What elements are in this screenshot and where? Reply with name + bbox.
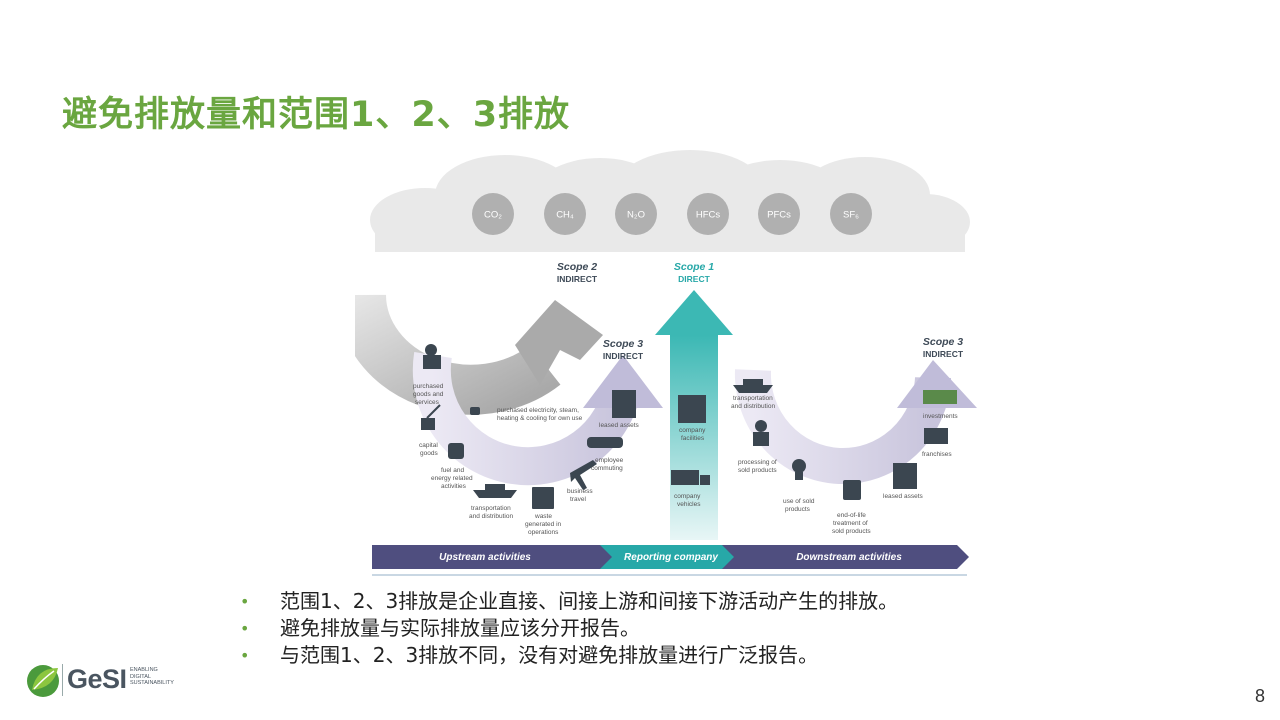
bar-reporting: Reporting company	[624, 552, 718, 563]
logo-name: GeSI	[67, 664, 127, 694]
bullet-item: • 避免排放量与实际排放量应该分开报告。	[240, 615, 898, 642]
scope3-upstream-title: Scope 3	[603, 338, 643, 350]
scope2-item-label: purchased electricity, steam,heating & c…	[497, 407, 583, 422]
factory-icon	[423, 344, 441, 369]
bullet-text: 与范围1、2、3排放不同，没有对避免排放量进行广泛报告。	[280, 643, 819, 667]
gas-label: CO₂	[484, 210, 502, 221]
activities-bar: Upstream activities Reporting company Do…	[372, 545, 969, 576]
cloud-band	[370, 150, 970, 252]
scope2-arrow	[355, 293, 603, 415]
train-icon	[587, 437, 623, 448]
crane-icon	[421, 404, 441, 430]
gas-label: PFCs	[767, 210, 791, 221]
bullet-item: • 范围1、2、3排放是企业直接、间接上游和间接下游活动产生的排放。	[240, 588, 898, 615]
bullet-dot: •	[240, 619, 250, 638]
fuel-icon	[448, 443, 464, 459]
logo-tagline: ENABLING DIGITAL SUSTAINABILITY	[130, 667, 174, 686]
item-label: leased assets	[599, 422, 639, 429]
slide-title: 避免排放量和范围1、2、3排放	[62, 95, 571, 135]
bullet-text: 范围1、2、3排放是企业直接、间接上游和间接下游活动产生的排放。	[280, 589, 899, 613]
gas-label: HFCs	[696, 210, 721, 221]
shop-icon	[924, 428, 948, 444]
item-label: leased assets	[883, 493, 923, 500]
bullet-dot: •	[240, 592, 250, 611]
bullet-dot: •	[240, 646, 250, 665]
scope-emissions-diagram: CO₂ CH₄ N₂O HFCs PFCs SF₆ Scope 2 INDIRE…	[355, 150, 980, 580]
item-label: investments	[923, 413, 958, 420]
gas-label: CH₄	[556, 210, 574, 221]
scope3-upstream-sub: INDIRECT	[603, 351, 644, 361]
gas-label: N₂O	[627, 210, 645, 221]
scope1-sub: DIRECT	[678, 274, 710, 284]
page-number: 8	[1255, 686, 1266, 706]
scope1-arrow	[655, 290, 733, 540]
building-icon	[612, 390, 636, 418]
gas-bubbles: CO₂ CH₄ N₂O HFCs PFCs SF₆	[472, 193, 872, 235]
scope3-downstream-title: Scope 3	[923, 336, 963, 348]
gas-label: SF₆	[843, 210, 859, 221]
bullet-item: • 与范围1、2、3排放不同，没有对避免排放量进行广泛报告。	[240, 642, 898, 669]
plug-icon	[470, 407, 480, 415]
ship-icon	[473, 484, 517, 498]
bar-downstream: Downstream activities	[796, 552, 902, 563]
money-icon	[923, 390, 957, 404]
lightbulb-icon	[792, 459, 806, 480]
bullet-text: 避免排放量与实际排放量应该分开报告。	[280, 616, 640, 640]
waste-container-icon	[532, 487, 554, 509]
truck-icon	[671, 470, 710, 485]
cargo-ship-icon	[733, 379, 773, 393]
recycle-bin-icon	[843, 480, 861, 500]
scope2-title: Scope 2	[557, 261, 597, 273]
scope1-title: Scope 1	[674, 261, 714, 273]
leaf-globe-icon	[27, 665, 59, 697]
gesi-logo: GeSI ENABLING DIGITAL SUSTAINABILITY	[24, 660, 194, 702]
company-building-icon	[678, 395, 706, 423]
processing-factory-icon	[753, 420, 769, 446]
bar-upstream: Upstream activities	[439, 552, 531, 563]
scope3-upstream-arrow	[412, 352, 663, 486]
leased-building-icon	[893, 463, 917, 489]
plane-icon	[570, 460, 597, 490]
item-label: franchises	[922, 451, 952, 458]
scope2-sub: INDIRECT	[557, 274, 598, 284]
activity-icons	[421, 344, 957, 509]
bullet-list: • 范围1、2、3排放是企业直接、间接上游和间接下游活动产生的排放。 • 避免排放量…	[240, 588, 898, 669]
scope3-downstream-sub: INDIRECT	[923, 349, 964, 359]
